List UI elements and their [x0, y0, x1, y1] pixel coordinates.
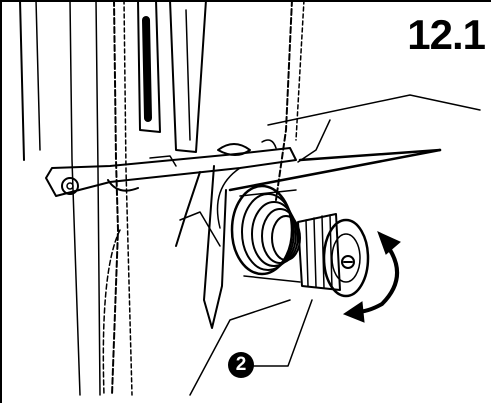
figure-number: 12.1 — [407, 11, 486, 58]
curved-double-arrow-icon — [342, 231, 401, 323]
callout-marker: 2 — [228, 352, 254, 378]
